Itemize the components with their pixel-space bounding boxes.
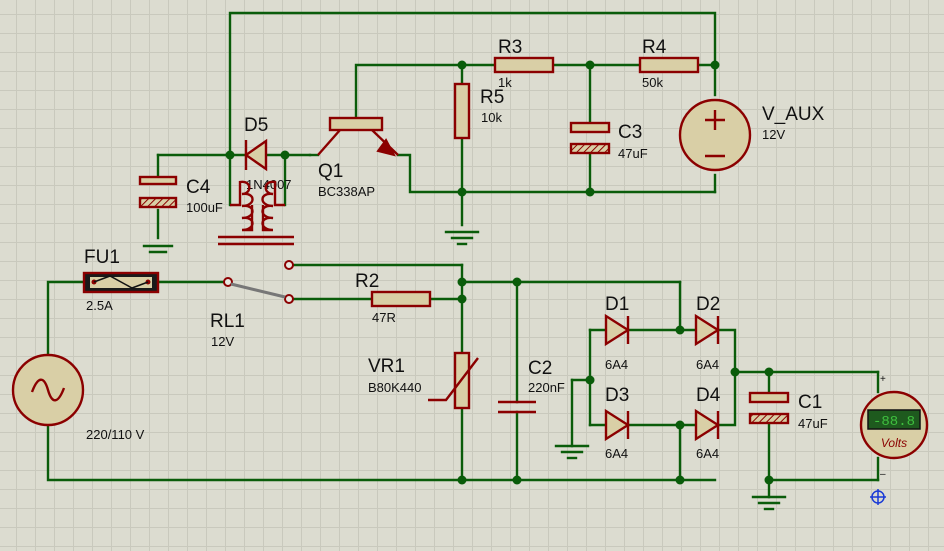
vaux-value: 12V xyxy=(762,127,785,142)
vr1-value: B80K440 xyxy=(368,380,422,395)
voltmeter-display: -88.8 xyxy=(873,414,915,430)
voltmeter[interactable]: -88.8 Volts + – xyxy=(859,374,929,480)
ac-source[interactable]: 220/110 V xyxy=(11,353,145,442)
ac-source-value: 220/110 V xyxy=(86,427,145,442)
resistor-r4[interactable]: R4 50k xyxy=(638,37,700,90)
rl1-ref: RL1 xyxy=(210,311,245,332)
diode-d2[interactable]: D2 6A4 xyxy=(694,294,720,372)
varistor-vr1[interactable]: VR1 B80K440 xyxy=(368,351,479,410)
diode-d1[interactable]: D1 6A4 xyxy=(604,294,631,372)
d1-ref: D1 xyxy=(605,294,629,315)
ground-symbol-c4 xyxy=(142,244,174,254)
r4-ref: R4 xyxy=(642,37,667,58)
r2-value: 47R xyxy=(372,310,396,325)
vaux-ref: V_AUX xyxy=(762,104,825,125)
dc-source-vaux[interactable]: V_AUX 12V xyxy=(678,98,825,172)
d2-ref: D2 xyxy=(696,294,720,315)
d4-ref: D4 xyxy=(696,385,721,406)
c4-ref: C4 xyxy=(186,177,211,198)
c2-ref: C2 xyxy=(528,358,552,379)
d1-value: 6A4 xyxy=(605,357,628,372)
fu1-value: 2.5A xyxy=(86,298,113,313)
d5-ref: D5 xyxy=(244,115,268,136)
c2-value: 220nF xyxy=(528,380,565,395)
d2-value: 6A4 xyxy=(696,357,719,372)
diode-d3[interactable]: D3 6A4 xyxy=(604,385,631,461)
r3-ref: R3 xyxy=(498,37,522,58)
r4-value: 50k xyxy=(642,75,663,90)
r5-ref: R5 xyxy=(480,87,504,108)
q1-value: BC338AP xyxy=(318,184,375,199)
junctions xyxy=(225,60,774,485)
crosshair-cursor-icon xyxy=(870,489,886,505)
resistor-r5[interactable]: R5 10k xyxy=(453,82,504,140)
capacitor-c3[interactable]: C3 47uF xyxy=(569,121,648,161)
d3-value: 6A4 xyxy=(605,446,628,461)
resistor-r3[interactable]: R3 1k xyxy=(493,37,555,90)
fu1-ref: FU1 xyxy=(84,247,120,268)
voltmeter-plus: + xyxy=(880,374,886,385)
r3-value: 1k xyxy=(498,75,512,90)
vr1-ref: VR1 xyxy=(368,356,405,377)
capacitor-c1[interactable]: C1 47uF xyxy=(748,391,828,431)
ground-symbol-q1 xyxy=(444,230,480,246)
resistor-r2[interactable]: R2 47R xyxy=(355,271,432,325)
r5-value: 10k xyxy=(481,110,502,125)
ground-symbol-bridge xyxy=(554,444,590,460)
d4-value: 6A4 xyxy=(696,446,719,461)
r2-ref: R2 xyxy=(355,271,379,292)
ground-symbol-c1 xyxy=(751,495,787,511)
capacitor-c2[interactable]: C2 220nF xyxy=(498,358,565,414)
transistor-q1[interactable]: Q1 BC338AP xyxy=(317,116,399,199)
c3-value: 47uF xyxy=(618,146,648,161)
d3-ref: D3 xyxy=(605,385,629,406)
c3-ref: C3 xyxy=(618,122,642,143)
c1-value: 47uF xyxy=(798,416,828,431)
diode-d4[interactable]: D4 6A4 xyxy=(694,385,721,461)
d5-value: 1N4007 xyxy=(246,177,292,192)
c1-ref: C1 xyxy=(798,392,822,413)
voltmeter-label: Volts xyxy=(881,436,907,450)
c4-value: 100uF xyxy=(186,200,223,215)
relay-coil xyxy=(218,180,294,246)
q1-ref: Q1 xyxy=(318,161,343,182)
rl1-value: 12V xyxy=(211,334,234,349)
diode-d5[interactable]: D5 1N4007 xyxy=(243,115,292,192)
relay-contacts-rl1[interactable]: RL1 12V xyxy=(210,260,294,349)
voltmeter-minus: – xyxy=(880,469,886,480)
capacitor-c4[interactable]: C4 100uF xyxy=(138,175,223,215)
fuse-fu1[interactable]: FU1 2.5A xyxy=(82,247,160,313)
